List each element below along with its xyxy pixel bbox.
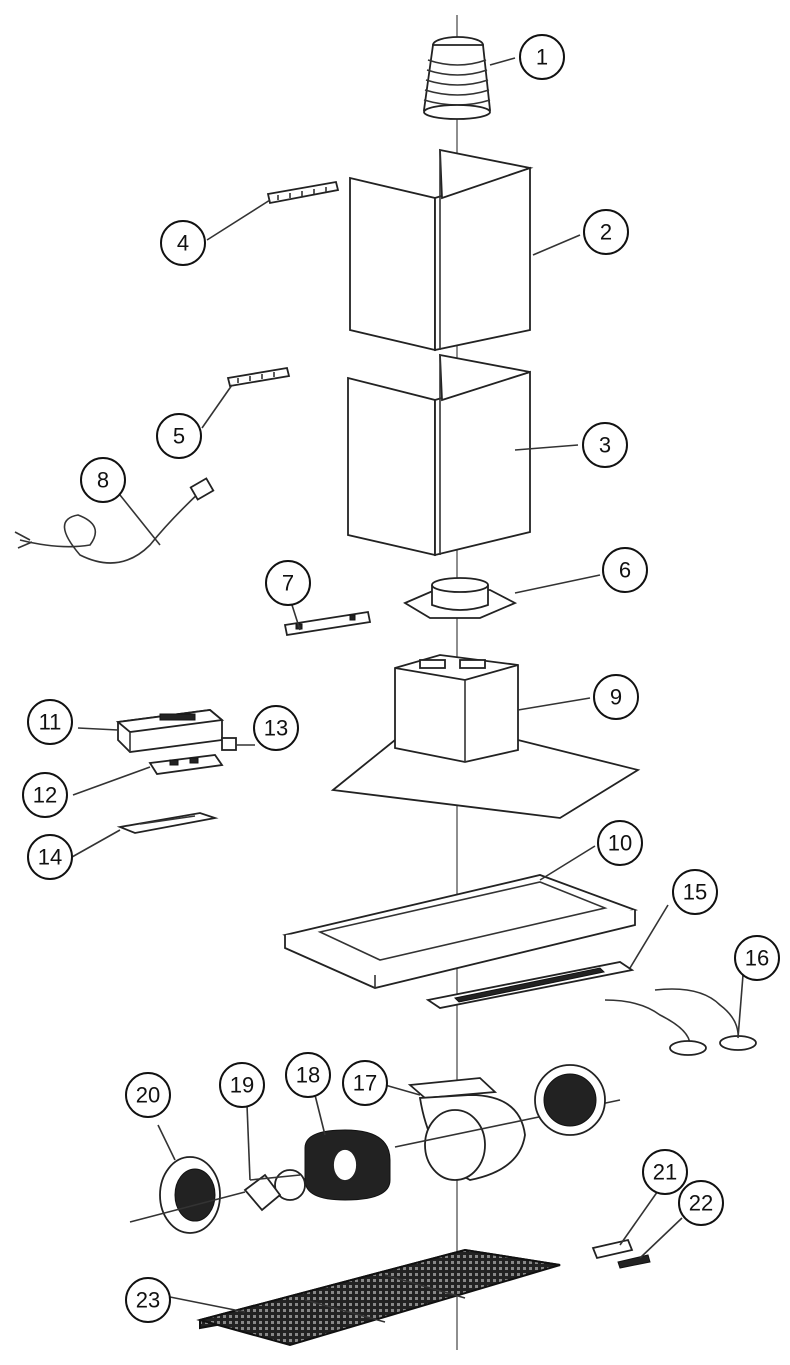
callout-number: 10 (608, 831, 632, 856)
lower-chimney-cover (347, 353, 531, 557)
callout-number: 16 (745, 946, 769, 971)
board-cover-plate (116, 812, 219, 834)
grease-filters (196, 1248, 561, 1347)
callout-circle (642, 1149, 688, 1195)
small-connector (221, 737, 237, 751)
callout-number: 13 (264, 716, 288, 741)
leader-lines (71, 57, 744, 1313)
callout-number: 9 (610, 685, 622, 710)
callout-circle (597, 820, 643, 866)
callout-circle (156, 413, 202, 459)
upper-chimney-cover (349, 148, 534, 352)
callout-11: 11 (27, 699, 73, 745)
flexible-duct-connector (422, 36, 492, 120)
callout-circle (160, 220, 206, 266)
callout-23: 23 (125, 1277, 171, 1323)
callout-1: 1 (519, 34, 565, 80)
callout-number: 7 (282, 571, 294, 596)
callout-circle (219, 1062, 265, 1108)
control-panel-plate (283, 610, 372, 637)
blower-housing (394, 1077, 621, 1181)
callout-number: 6 (619, 558, 631, 583)
blower-impeller (304, 1129, 391, 1201)
callout-circle (125, 1277, 171, 1323)
callout-circle (734, 935, 780, 981)
callout-18: 18 (285, 1052, 331, 1098)
callout-10: 10 (597, 820, 643, 866)
callout-21: 21 (642, 1149, 688, 1195)
callout-number: 1 (536, 45, 548, 70)
electronic-control-box (115, 709, 225, 753)
callout-number: 17 (353, 1071, 377, 1096)
halogen-lamps (604, 988, 757, 1056)
callout-circle (253, 705, 299, 751)
callout-number: 14 (38, 845, 62, 870)
callout-circle (678, 1180, 724, 1226)
callout-13: 13 (253, 705, 299, 751)
circuit-board (148, 754, 224, 775)
outlet-collar (403, 577, 518, 619)
callout-circle (22, 772, 68, 818)
filter-frame (282, 874, 639, 989)
callout-19: 19 (219, 1062, 265, 1108)
callout-number: 11 (39, 710, 62, 735)
blower-inlet-ring (129, 1156, 246, 1234)
callout-number: 15 (683, 880, 707, 905)
callout-circle (602, 547, 648, 593)
callout-circle (519, 34, 565, 80)
capacitor-clip (617, 1254, 651, 1269)
callout-circle (342, 1060, 388, 1106)
callout-circle (285, 1052, 331, 1098)
callout-7: 7 (265, 560, 311, 606)
callout-number: 20 (136, 1083, 160, 1108)
callout-circle (593, 674, 639, 720)
callout-16: 16 (734, 935, 780, 981)
callout-circle (672, 869, 718, 915)
callout-2: 2 (583, 209, 629, 255)
led-light-bar (425, 961, 635, 1009)
capacitor (591, 1238, 634, 1260)
callout-number: 19 (230, 1073, 254, 1098)
callout-6: 6 (602, 547, 648, 593)
motor-side-plate (534, 1064, 606, 1136)
callout-22: 22 (678, 1180, 724, 1226)
callout-number: 12 (33, 783, 57, 808)
chimney-bracket-lower (226, 366, 291, 388)
callout-20: 20 (125, 1072, 171, 1118)
callout-number: 4 (177, 231, 189, 256)
callout-5: 5 (156, 413, 202, 459)
callout-circle (265, 560, 311, 606)
callout-circle (125, 1072, 171, 1118)
callout-4: 4 (160, 220, 206, 266)
callout-9: 9 (593, 674, 639, 720)
callout-number: 22 (689, 1191, 713, 1216)
callout-circle (80, 457, 126, 503)
callout-circle (583, 209, 629, 255)
callout-8: 8 (80, 457, 126, 503)
callout-circle (27, 699, 73, 745)
callout-circle (582, 422, 628, 468)
callout-number: 3 (599, 433, 611, 458)
callout-14: 14 (27, 834, 73, 880)
callout-12: 12 (22, 772, 68, 818)
callout-number: 2 (600, 220, 612, 245)
callout-number: 18 (296, 1063, 320, 1088)
callout-number: 23 (136, 1288, 160, 1313)
callout-17: 17 (342, 1060, 388, 1106)
callout-number: 21 (653, 1160, 677, 1185)
hood-body (330, 654, 641, 819)
callout-3: 3 (582, 422, 628, 468)
callout-number: 5 (173, 424, 185, 449)
chimney-bracket-upper (266, 180, 340, 205)
callout-circle (27, 834, 73, 880)
callout-number: 8 (97, 468, 109, 493)
callout-15: 15 (672, 869, 718, 915)
blower-motor (243, 1169, 306, 1212)
